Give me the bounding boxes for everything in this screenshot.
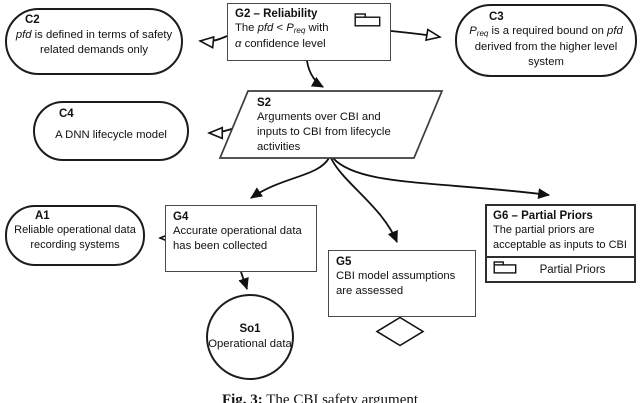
node-text: The partial priors are acceptable as inp…: [493, 224, 627, 251]
assumption-node-a1: A1 Reliable operational data recording s…: [5, 205, 145, 266]
node-text: A DNN lifecycle model: [55, 129, 167, 142]
node-text: Accurate operational data has been colle…: [173, 225, 302, 253]
node-text: Preq is a required bound on pfd derived …: [469, 25, 623, 68]
goal-node-g5: G5 CBI model assumptions are assessed: [328, 250, 476, 317]
node-id: G5: [336, 256, 352, 268]
link-s2-g5-supportedby: [330, 157, 398, 243]
goal-g6-main: G6 – Partial Priors The partial priors a…: [487, 206, 634, 256]
link-s2-g4-supportedby: [250, 157, 330, 199]
module-folder-icon: [354, 13, 381, 32]
context-node-c4: C4 A DNN lifecycle model: [33, 101, 189, 161]
link-g2-s2-supportedby: [306, 60, 324, 88]
module-reference-label: Partial Priors: [539, 263, 606, 276]
node-id: C3: [489, 11, 504, 23]
figure-caption: Fig. 3: The CBI safety argument: [221, 392, 419, 403]
node-text: Operational data: [208, 337, 292, 350]
link-g4-so1-solution: [238, 271, 249, 291]
context-node-c3: C3 Preq is a required bound on pfd deriv…: [455, 4, 637, 77]
node-text: CBI model assumptions are assessed: [336, 270, 456, 298]
node-id: A1: [35, 210, 50, 222]
context-node-c2: C2 pfd is defined in terms of safety rel…: [5, 8, 183, 75]
undeveloped-diamond-icon: [375, 316, 425, 347]
goal-node-g4: G4 Accurate operational data has been co…: [165, 205, 317, 272]
node-text: pfd is defined in terms of safety relate…: [15, 29, 173, 57]
goal-node-g6: G6 – Partial Priors The partial priors a…: [485, 204, 636, 284]
module-folder-icon: [493, 261, 517, 279]
link-g2-c3-incontextof: [390, 31, 440, 37]
node-text: Reliable operational data recording syst…: [14, 224, 136, 251]
goal-node-g2: G2 – Reliability The pfd < Preq with α c…: [227, 3, 391, 61]
node-title: G2 – Reliability: [235, 8, 318, 20]
node-id: C4: [59, 108, 74, 120]
node-id: S2: [257, 97, 272, 109]
node-text: The pfd < Preq with α confidence level: [235, 22, 329, 50]
node-title: G6 – Partial Priors: [493, 210, 593, 222]
node-id: So1: [239, 323, 261, 336]
solution-node-so1: So1 Operational data: [206, 294, 294, 380]
strategy-s2-shape: [218, 90, 444, 159]
strategy-node-s2: S2 Arguments over CBI and inputs to CBI …: [257, 96, 407, 155]
node-id: G4: [173, 211, 189, 223]
module-reference-bar: Partial Priors: [487, 256, 634, 281]
node-text: Arguments over CBI and inputs to CBI fro…: [257, 111, 391, 154]
link-s2-g6-supportedby: [332, 157, 551, 200]
node-id: C2: [25, 14, 40, 26]
link-g2-c2-incontextof: [200, 35, 228, 41]
